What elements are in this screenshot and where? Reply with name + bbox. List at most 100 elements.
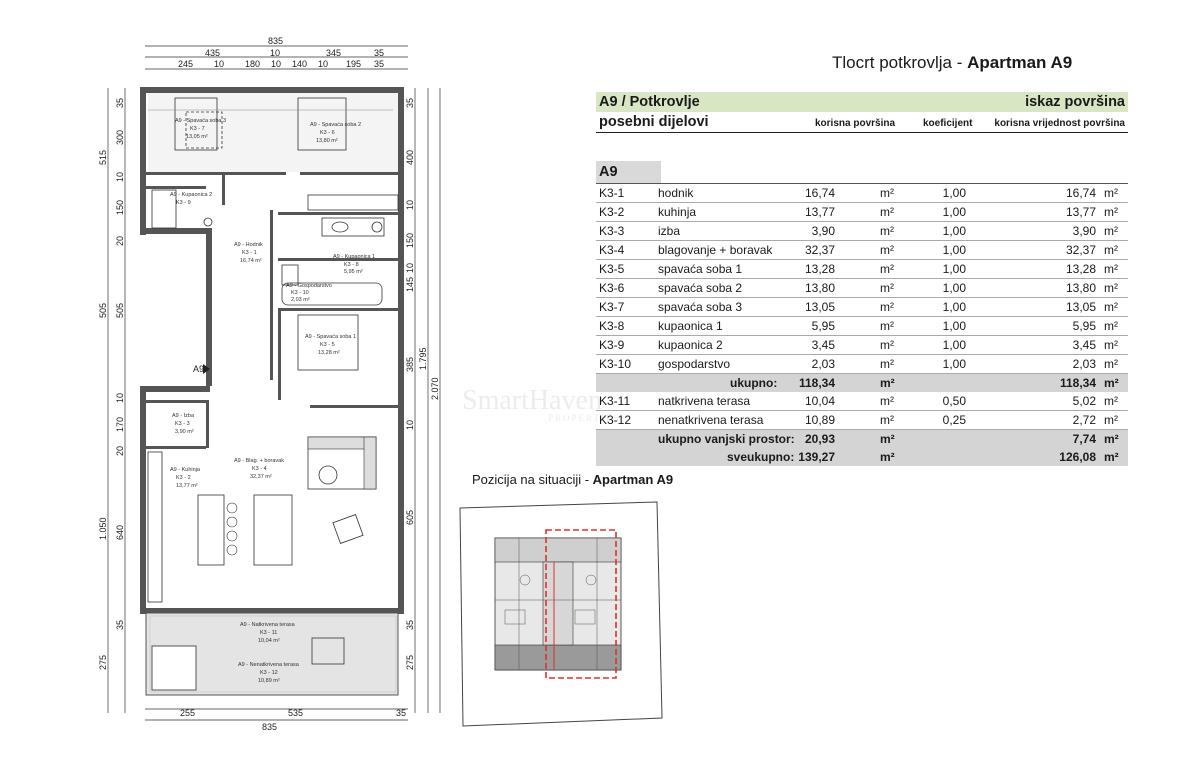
row-name: gospodarstvo	[658, 357, 731, 371]
svg-text:10: 10	[318, 59, 328, 69]
row-area: 13,05	[804, 300, 835, 314]
row-area: 5,95	[811, 319, 835, 333]
page-title: Tlocrt potkrovlja - Apartman A9	[832, 53, 1073, 72]
svg-text:35: 35	[405, 620, 415, 630]
svg-text:K3 - 9: K3 - 9	[176, 200, 191, 206]
row-code: K3-10	[599, 357, 632, 371]
svg-text:13,28 m²: 13,28 m²	[318, 350, 340, 356]
row-area: 2,03	[811, 357, 835, 371]
row-unit: m²	[1104, 413, 1118, 427]
floor-plan-drawing: 835 435 10 345 35 245 10 180 10 140 10 1…	[98, 36, 441, 732]
row-name: spavaća soba 2	[658, 281, 743, 295]
site-plan	[455, 500, 665, 737]
entry-arrow-icon	[203, 364, 210, 374]
svg-text:K3 - 5: K3 - 5	[320, 342, 335, 348]
svg-text:605: 605	[405, 510, 415, 525]
table-subheader: posebni dijelovi korisna površina koefic…	[596, 112, 1128, 133]
svg-text:515: 515	[98, 150, 108, 165]
svg-text:170: 170	[115, 417, 125, 432]
row-coef: 1,00	[942, 262, 966, 276]
svg-text:10,89 m²: 10,89 m²	[258, 678, 280, 684]
area-table: A9 / Potkrovlje iskaz površina posebni d…	[596, 92, 1128, 466]
svg-text:10: 10	[405, 200, 415, 210]
row-unit: m²	[880, 413, 894, 427]
row-unit: m²	[880, 357, 894, 371]
row-unit: m²	[1104, 243, 1118, 257]
row-coef: 1,00	[942, 205, 966, 219]
row-unit: m²	[880, 300, 894, 314]
row-code: K3-4	[599, 243, 625, 257]
svg-text:32,37 m²: 32,37 m²	[250, 474, 272, 480]
row-value: 13,28	[1065, 262, 1096, 276]
page-title-apartment: Apartman A9	[967, 53, 1073, 72]
svg-text:5,95 m²: 5,95 m²	[344, 269, 363, 275]
row-code: K3-2	[599, 205, 625, 219]
row-name: natkrivena terasa	[658, 394, 751, 408]
svg-text:A9 - Blag. + boravak: A9 - Blag. + boravak	[234, 458, 284, 464]
row-coef: 1,00	[942, 300, 966, 314]
row-unit: m²	[1104, 224, 1118, 238]
row-area: 10,89	[804, 413, 835, 427]
row-coef: 1,00	[942, 224, 966, 238]
row-value: 3,45	[1072, 338, 1096, 352]
svg-text:255: 255	[180, 708, 195, 718]
row-name: kupaonica 1	[658, 319, 723, 333]
row-area: 10,04	[804, 394, 835, 408]
svg-text:K3 - 6: K3 - 6	[320, 130, 335, 136]
row-code: K3-5	[599, 262, 625, 276]
svg-text:K3 - 2: K3 - 2	[176, 475, 191, 481]
svg-text:275: 275	[405, 655, 415, 670]
watermark: SmartHaven PROPERTIES	[462, 385, 621, 423]
svg-text:1.795: 1.795	[418, 347, 428, 370]
svg-text:20: 20	[115, 236, 125, 246]
row-unit: m²	[1104, 262, 1118, 276]
row-value: 13,77	[1065, 205, 1096, 219]
svg-text:10: 10	[405, 263, 415, 273]
svg-text:10: 10	[270, 48, 280, 58]
row-value: 2,03	[1072, 357, 1096, 371]
row-code: K3-6	[599, 281, 625, 295]
svg-text:1.050: 1.050	[98, 517, 108, 540]
row-unit: m²	[880, 281, 894, 295]
svg-text:13,80 m²: 13,80 m²	[316, 138, 338, 144]
svg-text:A9 - Spavaća soba 3: A9 - Spavaća soba 3	[175, 118, 226, 124]
row-unit: m²	[880, 224, 894, 238]
svg-text:640: 640	[115, 525, 125, 540]
svg-text:140: 140	[292, 59, 307, 69]
svg-text:A9 - Kupaonica 2: A9 - Kupaonica 2	[170, 192, 212, 198]
room-labels: A9 - Spavaća soba 3 K3 - 7 13,05 m² A9 -…	[170, 118, 375, 684]
row-unit: m²	[1104, 205, 1118, 219]
svg-text:10: 10	[405, 420, 415, 430]
svg-text:2,03 m²: 2,03 m²	[291, 297, 310, 303]
svg-text:245: 245	[178, 59, 193, 69]
svg-text:A9 - Hodnik: A9 - Hodnik	[234, 242, 263, 248]
dimension-lines	[107, 45, 441, 721]
site-plan-drawing	[459, 501, 663, 727]
row-name: kuhinja	[658, 205, 697, 219]
row-unit: m²	[880, 338, 894, 352]
row-value: 32,37	[1065, 243, 1096, 257]
row-code: K3-8	[599, 319, 625, 333]
row-name: spavaća soba 1	[658, 262, 743, 276]
row-value: 16,74	[1065, 186, 1096, 200]
table-group: A9	[596, 161, 1128, 184]
svg-text:K3 - 8: K3 - 8	[344, 262, 359, 268]
svg-text:K3 - 1: K3 - 1	[242, 250, 257, 256]
svg-text:K3 - 3: K3 - 3	[175, 421, 190, 427]
row-unit: m²	[1104, 394, 1118, 408]
row-code: K3-7	[599, 300, 625, 314]
svg-text:A9 - Kuhinja: A9 - Kuhinja	[170, 467, 201, 473]
apartment-highlight	[545, 529, 617, 679]
svg-text:505: 505	[98, 303, 108, 318]
row-area: 13,80	[804, 281, 835, 295]
svg-text:K3 - 11: K3 - 11	[260, 630, 277, 636]
svg-text:180: 180	[245, 59, 260, 69]
